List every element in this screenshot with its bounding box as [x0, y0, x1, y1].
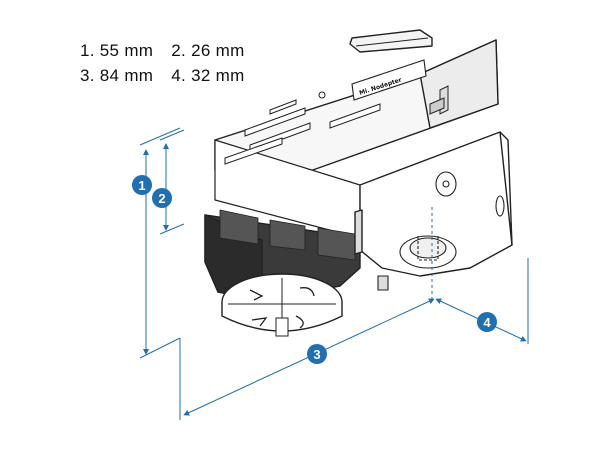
dimension-1-text: 1. 55 mm [80, 41, 154, 60]
dimension-2-text: 2. 26 mm [171, 41, 245, 60]
dimension-legend-row: 1. 55 mm 2. 26 mm [80, 38, 258, 63]
dimension-legend: 1. 55 mm 2. 26 mm 3. 84 mm 4. 32 mm [80, 38, 258, 88]
dimension-badge-2: 2 [152, 188, 172, 208]
top-slots [224, 85, 449, 165]
badge-2-text: 2 [158, 191, 165, 206]
right-block-details [377, 171, 505, 291]
connector-face [221, 273, 343, 337]
dimension-badge-1: 1 [132, 175, 152, 195]
dimension-badge-4: 4 [477, 312, 497, 332]
dimension-4-text: 4. 32 mm [171, 66, 245, 85]
badge-4-text: 4 [483, 315, 491, 330]
dimension-3-text: 3. 84 mm [80, 66, 154, 85]
dimension-legend-row: 3. 84 mm 4. 32 mm [80, 63, 258, 88]
badge-1-text: 1 [138, 178, 145, 193]
dimension-badge-3: 3 [307, 344, 327, 364]
adapter-body [204, 29, 513, 301]
badge-3-text: 3 [313, 347, 320, 362]
